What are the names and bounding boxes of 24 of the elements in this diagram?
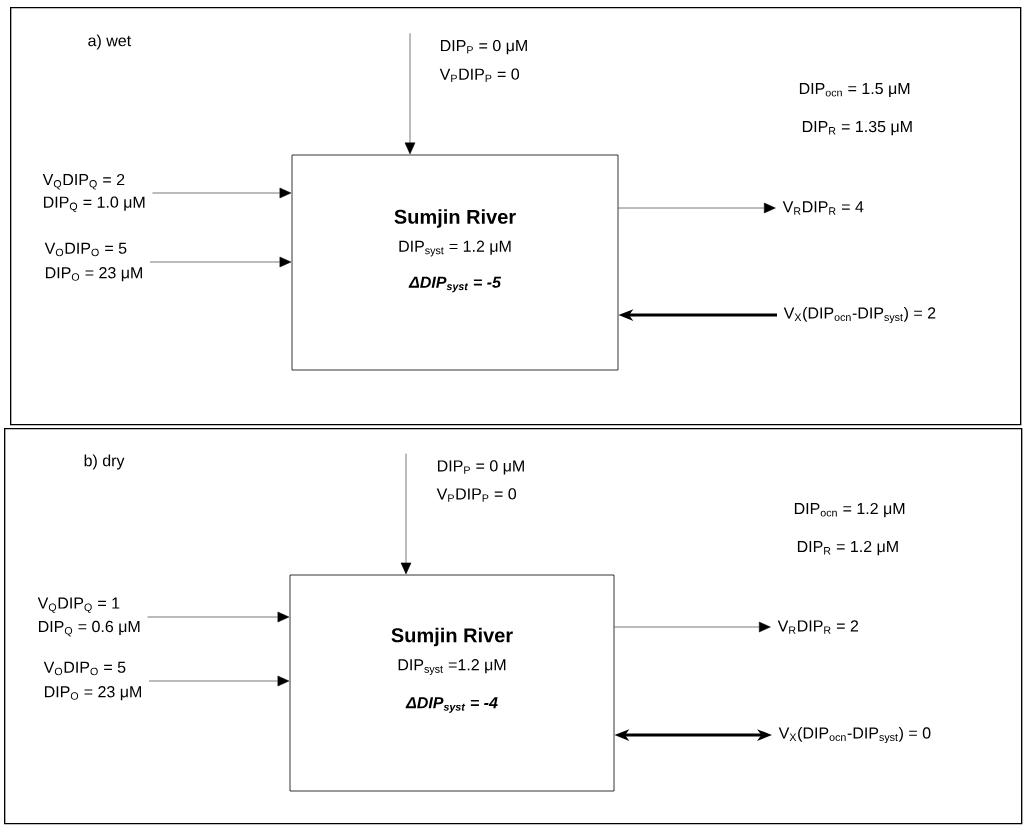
- arrow: [400, 453, 412, 575]
- arrow: [148, 675, 290, 687]
- river-box: Sumjin River DIP$_{syst}$ =1.2 μM ΔDIP$_{syst}$ = -4: [289, 574, 615, 792]
- concentration-label: DIP$_{ocn}$ = 1.2 μM: [794, 502, 905, 518]
- river-box: Sumjin River DIP$_{syst}$ = 1.2 μM ΔDIP$_{syst}$ = -5: [291, 154, 619, 371]
- concentration-label: DIP$_{ocn}$ = 1.5 μM: [799, 82, 910, 98]
- flux-label: V$_{Q}$DIP$_{Q}$ = 2 DIP$_{Q}$ = 1.0 μM: [42, 173, 145, 213]
- flux-label: V$_{O}$DIP$_{O}$ = 5 DIP$_{O}$ = 23 μM: [44, 242, 142, 282]
- arrow: [614, 621, 771, 633]
- flux-label: V$_{R}$DIP$_{R}$ = 2: [777, 620, 859, 634]
- flux-label: V$_{X}$(DIP$_{ocn}$-DIP$_{syst}$) = 2: [783, 306, 936, 324]
- arrow: [152, 187, 292, 199]
- flux-label: DIP$_{P}$ = 0 μM V$_{P}$DIP$_{P}$ = 0: [436, 460, 524, 502]
- flux-label: V$_{O}$DIP$_{O}$ = 5 DIP$_{O}$ = 23 μM: [43, 661, 141, 701]
- arrow: [618, 202, 776, 214]
- arrow: [149, 256, 292, 268]
- arrow: [404, 33, 416, 155]
- concentration-label: DIP$_{R}$ = 1.35 μM: [802, 120, 912, 136]
- flux-label: V$_{X}$(DIP$_{ocn}$-DIP$_{syst}$) = 0: [778, 726, 931, 744]
- flux-label: V$_{Q}$DIP$_{Q}$ = 1 DIP$_{Q}$ = 0.6 μM: [37, 597, 140, 637]
- arrow: [147, 611, 290, 623]
- concentration-label: DIP$_{R}$ = 1.2 μM: [797, 540, 898, 556]
- flux-label: V$_{R}$DIP$_{R}$ = 4: [782, 201, 864, 215]
- flux-label: DIP$_{P}$ = 0 μM V$_{P}$DIP$_{P}$ = 0: [439, 39, 527, 83]
